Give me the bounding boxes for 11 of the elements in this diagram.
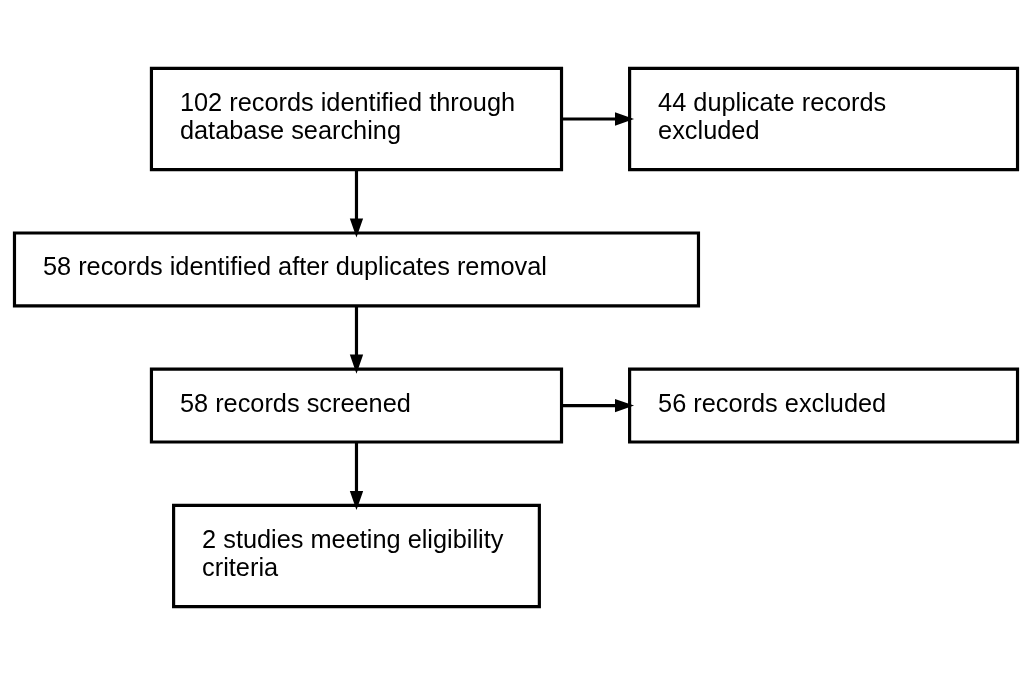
node-box: 58 records screened: [149, 367, 564, 444]
node-box: 58 records identified after duplicates removal: [12, 231, 701, 308]
arrow: [561, 398, 635, 413]
node-box: 102 records identified through database searching: [149, 66, 564, 172]
node-box: 44 duplicate records excluded: [628, 66, 1020, 172]
arrow: [349, 442, 364, 511]
node-box: 2 studies meeting eligibility criteria: [172, 503, 541, 609]
node-box: 56 records excluded: [628, 367, 1020, 444]
arrow: [561, 112, 635, 126]
arrow: [349, 170, 364, 238]
arrow: [349, 305, 364, 374]
